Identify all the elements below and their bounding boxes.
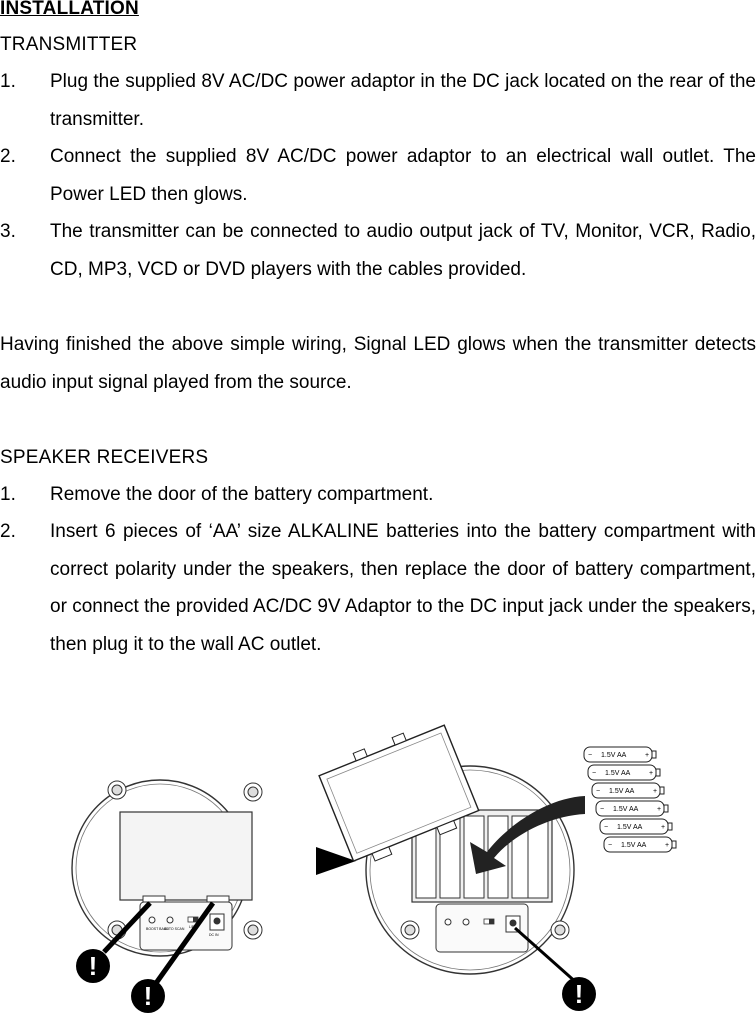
transmitter-note: Having finished the above simple wiring,… <box>0 334 756 393</box>
list-text: Insert 6 pieces of ‘AA’ size ALKALINE ba… <box>50 521 756 655</box>
insert-arrow-icon <box>470 796 585 874</box>
list-item: 3. The transmitter can be connected to a… <box>0 213 756 289</box>
next-step-arrow-icon <box>316 847 356 875</box>
battery-door <box>318 724 480 862</box>
svg-text:!: ! <box>89 951 98 981</box>
svg-text:1.5V AA: 1.5V AA <box>617 824 643 831</box>
svg-text:1.5V AA: 1.5V AA <box>609 788 635 795</box>
svg-text:−: − <box>588 752 592 759</box>
list-item: 2. Connect the supplied 8V AC/DC power a… <box>0 138 756 214</box>
battery-icon: − 1.5V AA + <box>583 746 657 763</box>
battery-icon: − 1.5V AA + <box>599 818 673 835</box>
svg-text:−: − <box>608 842 612 849</box>
switch-label: AUTO SCAN <box>164 927 185 931</box>
svg-text:−: − <box>596 788 600 795</box>
list-text: Connect the supplied 8V AC/DC power adap… <box>50 146 756 205</box>
battery-icon: − 1.5V AA + <box>595 800 669 817</box>
svg-text:−: − <box>600 806 604 813</box>
warning-icon: ! <box>562 977 596 1011</box>
list-item: 2. Insert 6 pieces of ‘AA’ size ALKALINE… <box>0 513 756 665</box>
list-text: Plug the supplied 8V AC/DC power adaptor… <box>50 71 756 130</box>
svg-text:−: − <box>604 824 608 831</box>
list-item: 1. Plug the supplied 8V AC/DC power adap… <box>0 63 756 139</box>
svg-text:1.5V AA: 1.5V AA <box>605 770 631 777</box>
list-number: 3. <box>0 221 16 242</box>
list-number: 2. <box>0 146 16 167</box>
svg-text:+: + <box>661 824 665 831</box>
battery-icon: − 1.5V AA + <box>603 836 677 853</box>
list-item: 1. Remove the door of the battery compar… <box>0 476 756 514</box>
svg-text:1.5V AA: 1.5V AA <box>613 806 639 813</box>
svg-text:1.5V AA: 1.5V AA <box>621 842 647 849</box>
section-title-speakers: SPEAKER RECEIVERS <box>0 447 209 468</box>
list-number: 1. <box>0 71 16 92</box>
svg-text:!: ! <box>144 981 153 1011</box>
svg-text:1.5V AA: 1.5V AA <box>601 752 627 759</box>
list-number: 1. <box>0 484 16 505</box>
batteries: − 1.5V AA + − 1.5V AA + − 1.5V AA + <box>583 746 677 853</box>
list-text: The transmitter can be connected to audi… <box>50 221 756 280</box>
switch-label: BOOST BASS <box>146 927 169 931</box>
battery-installation-illustration: BOOST BASS AUTO SCAN L/R DC IN <box>71 724 677 1013</box>
jack-label: DC IN <box>209 933 219 937</box>
speaker-base-left: BOOST BASS AUTO SCAN L/R DC IN <box>71 779 263 988</box>
warning-icon: ! <box>76 949 110 983</box>
svg-text:+: + <box>657 806 661 813</box>
switch-label: L/R <box>189 925 195 929</box>
svg-text:+: + <box>665 842 669 849</box>
list-number: 2. <box>0 521 16 542</box>
svg-text:−: − <box>592 770 596 777</box>
list-text: Remove the door of the battery compartme… <box>50 484 434 505</box>
page-title: INSTALLATION <box>0 0 139 19</box>
battery-icon: − 1.5V AA + <box>587 764 661 781</box>
svg-text:+: + <box>653 788 657 795</box>
section-title-transmitter: TRANSMITTER <box>0 34 138 55</box>
svg-text:!: ! <box>575 979 584 1009</box>
battery-icon: − 1.5V AA + <box>591 782 665 799</box>
svg-text:+: + <box>649 770 653 777</box>
svg-text:+: + <box>645 752 649 759</box>
warning-icon: ! <box>131 979 165 1013</box>
